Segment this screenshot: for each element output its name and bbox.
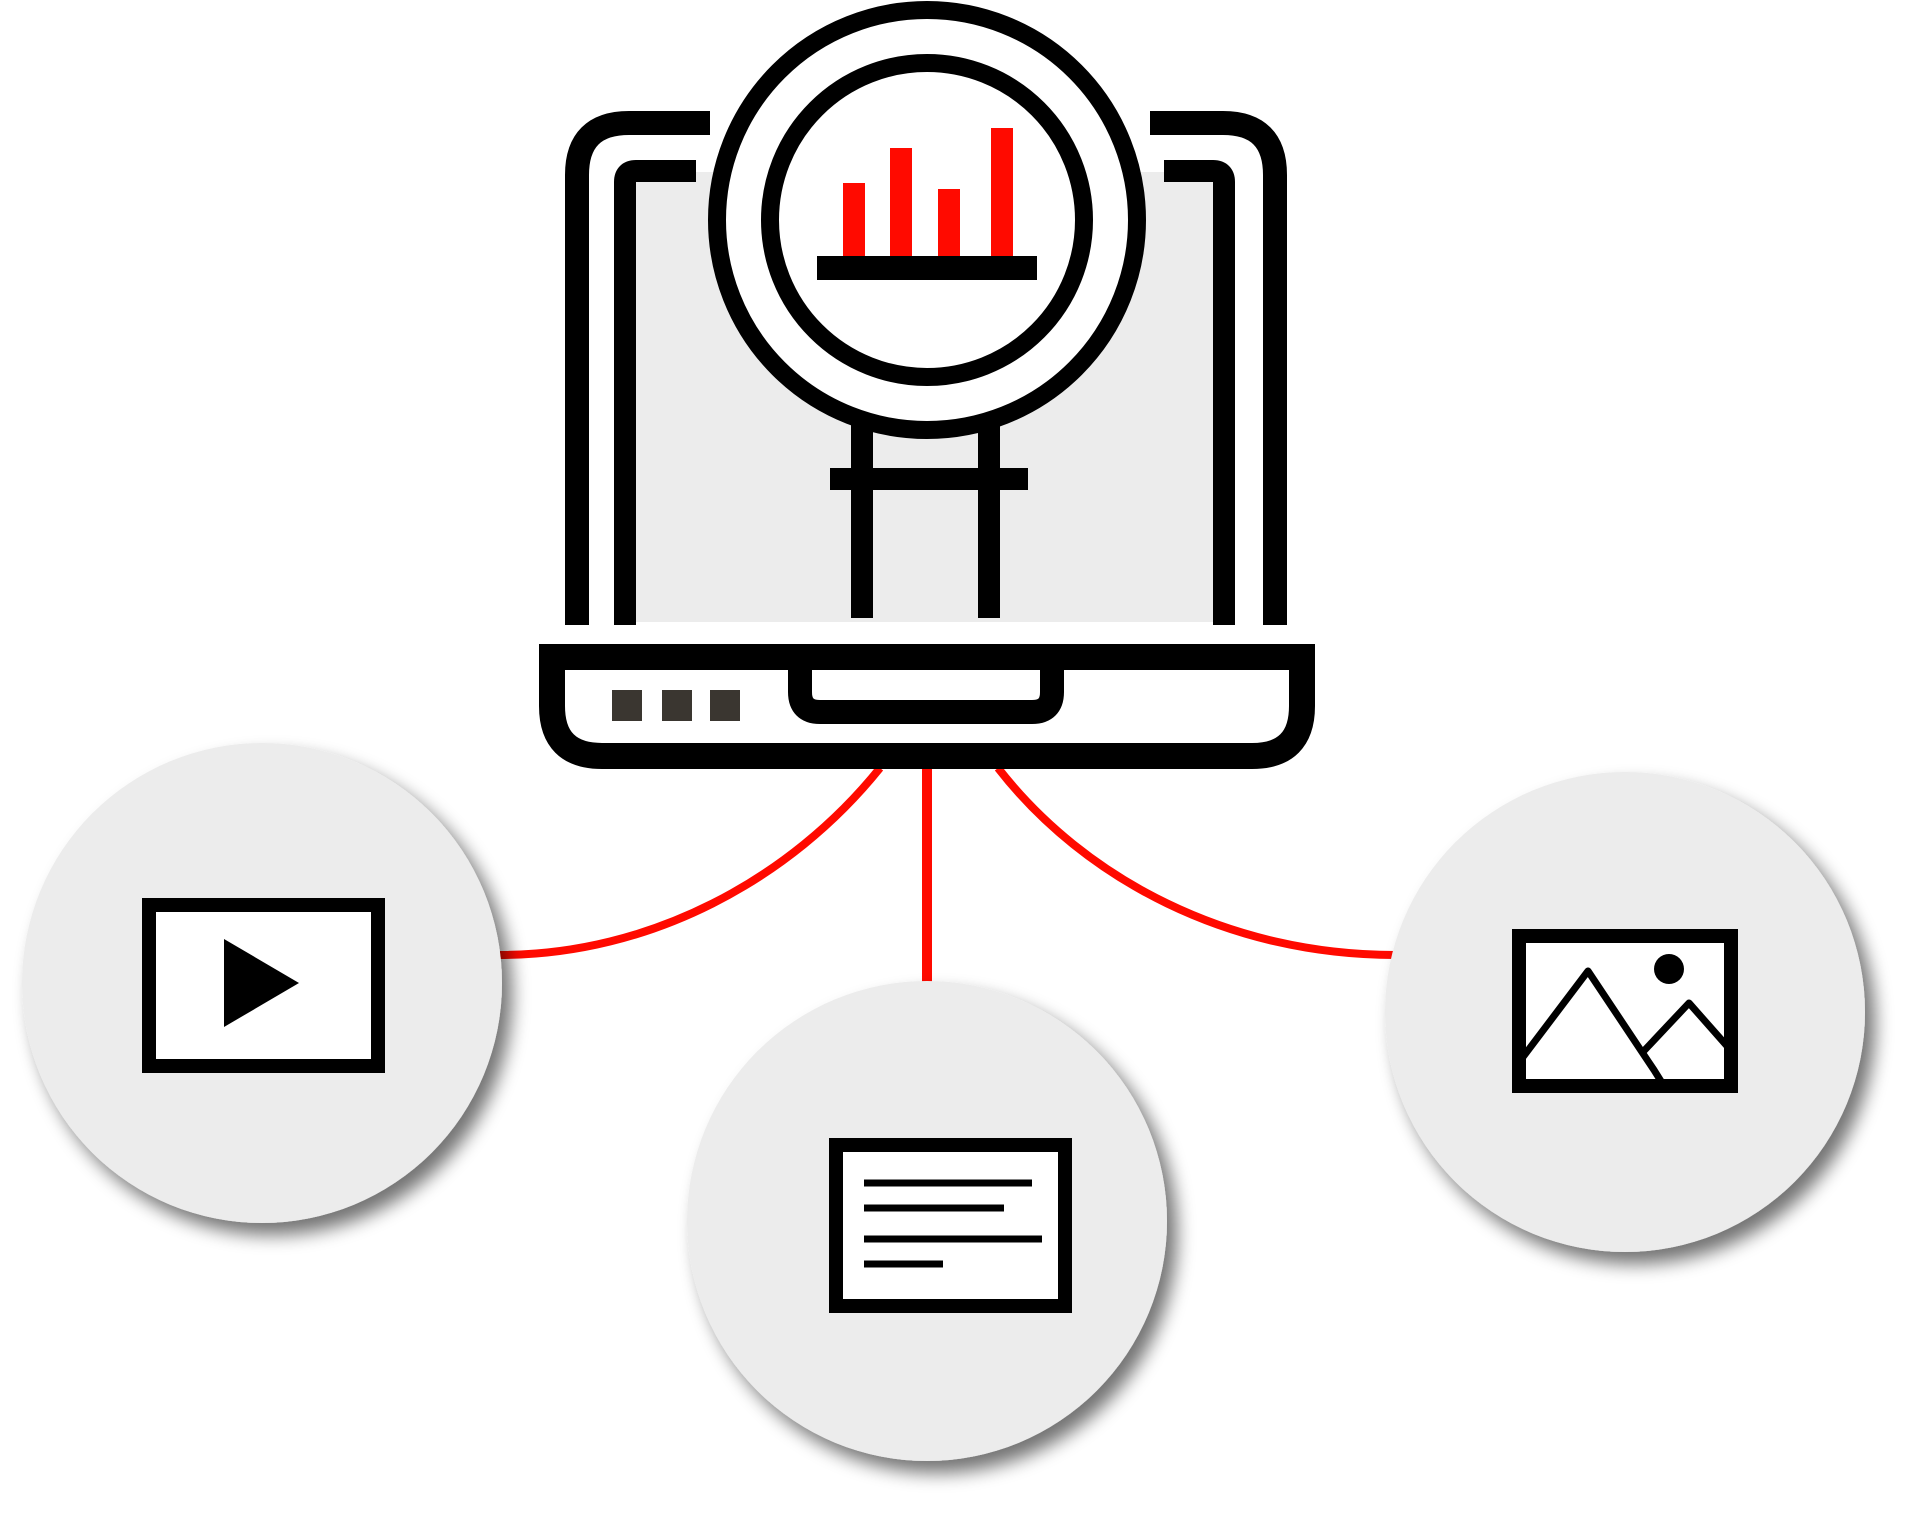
image-landscape-icon	[1512, 929, 1738, 1093]
chart-bar	[843, 183, 865, 258]
magnifier-handle	[830, 420, 1028, 618]
text-document-icon	[829, 1138, 1072, 1313]
laptop-bezel-outer	[565, 111, 1287, 625]
laptop-keys	[612, 690, 740, 721]
laptop-key	[662, 690, 692, 721]
connector-video	[499, 765, 884, 959]
magnifier-lens-inner	[761, 54, 1093, 386]
laptop-with-magnifier-bar-chart-icon	[539, 1, 1315, 769]
chart-bar	[991, 128, 1013, 258]
laptop-key	[710, 690, 740, 721]
chart-baseline	[817, 256, 1037, 280]
node-image[interactable]	[1385, 772, 1865, 1252]
chart-bar	[938, 189, 960, 258]
node-video[interactable]	[22, 743, 502, 1223]
chart-bar	[890, 148, 912, 258]
video-play-icon	[142, 898, 385, 1073]
node-document[interactable]	[687, 981, 1167, 1461]
bar-chart-icon	[817, 128, 1037, 280]
connectors	[499, 765, 1396, 985]
connector-image	[994, 765, 1396, 959]
laptop-bezel-inner	[614, 160, 1235, 625]
laptop-touchpad-notch	[788, 668, 1064, 724]
laptop-key	[612, 690, 642, 721]
